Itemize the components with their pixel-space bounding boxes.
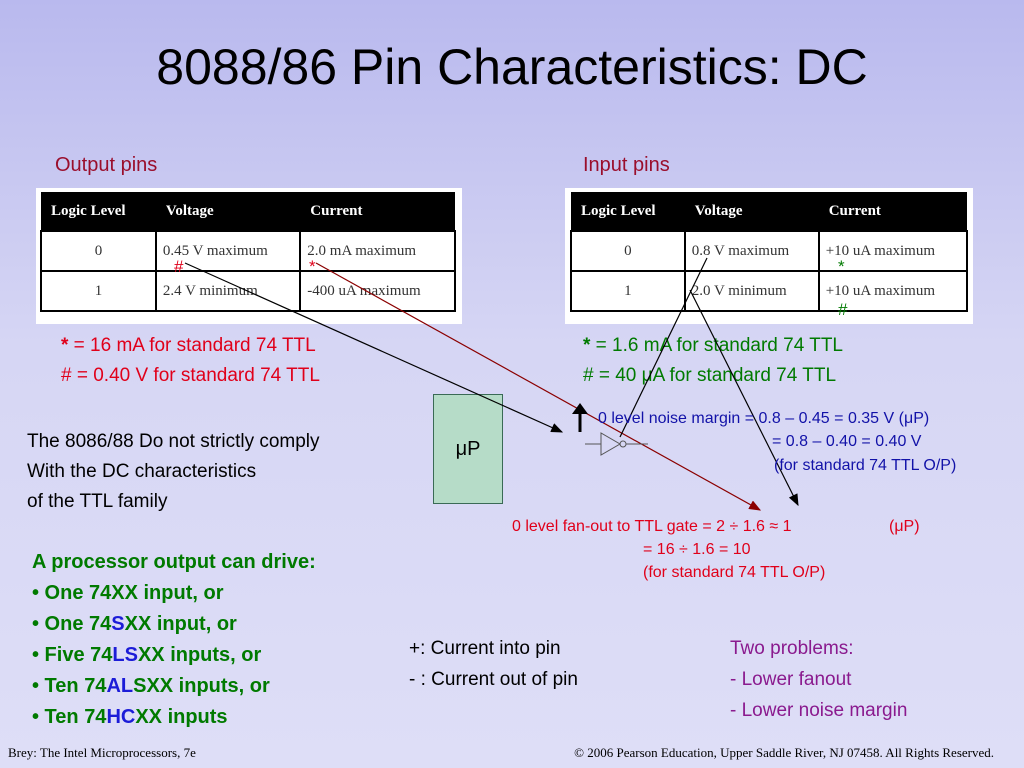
list-item-highlight: S — [111, 613, 125, 635]
list-item: - Lower noise margin — [730, 700, 908, 721]
table-header-row: Logic Level Voltage Current — [41, 192, 455, 231]
input-pins-heading: Input pins — [583, 154, 670, 176]
fanout-line: 0 level fan-out to TTL gate = 2 ÷ 1.6 ≈ … — [512, 518, 792, 535]
list-item: • Ten 74ALSXX inputs, or — [32, 671, 316, 702]
microprocessor-label: μP — [455, 437, 481, 460]
output-voltage-arrow — [184, 262, 564, 433]
table-cell: 1 — [40, 270, 157, 312]
table-cell: +10 uA maximum — [817, 230, 969, 272]
table-row: 1 2.0 V minimum +10 uA maximum — [570, 270, 969, 312]
input-marker-arrow — [689, 289, 799, 507]
table-header-row: Logic Level Voltage Current — [571, 192, 967, 231]
input-pins-table: Logic Level Voltage Current 0 0.8 V maxi… — [570, 192, 969, 312]
table-row: 0 0.45 V maximum 2.0 mA maximum — [40, 230, 456, 272]
list-item: • One 74XX input, or — [32, 578, 316, 609]
table-cell: +10 uA maximum — [817, 270, 969, 312]
list-item-highlight: AL — [106, 675, 134, 697]
list-item: • Ten 74HCXX inputs — [32, 702, 316, 733]
table-row: 1 2.4 V minimum -400 uA maximum — [40, 270, 456, 312]
microprocessor-box: μP — [433, 394, 503, 504]
fanout-line: (for standard 74 TTL O/P) — [643, 564, 826, 581]
column-header: Logic Level — [41, 192, 156, 231]
drive-heading: A processor output can drive: — [32, 551, 316, 573]
comply-line: The 8086/88 Do not strictly comply — [27, 431, 320, 452]
list-item-highlight: LS — [112, 644, 138, 666]
page-title: 8088/86 Pin Characteristics: DC — [156, 39, 868, 95]
list-item: - Lower fanout — [730, 669, 852, 690]
table-cell: 2.0 V minimum — [683, 270, 820, 312]
table-cell: 0.8 V maximum — [683, 230, 820, 272]
input-note-hash-suffix: A for standard 74 TTL — [652, 365, 837, 386]
footer-copyright: © 2006 Pearson Education, Upper Saddle R… — [574, 745, 994, 760]
output-note-star: * = 16 mA for standard 74 TTL — [61, 335, 316, 357]
column-header: Voltage — [155, 192, 301, 231]
list-item-text: XX inputs — [135, 706, 228, 728]
star-symbol: * — [61, 335, 69, 356]
noise-margin-line: = 0.8 – 0.40 = 0.40 V — [772, 433, 922, 450]
input-note-hash-prefix: # = 40 — [583, 365, 642, 386]
comply-line: of the TTL family — [27, 491, 168, 512]
footer-source: Brey: The Intel Microprocessors, 7e — [8, 745, 196, 760]
mu-symbol: μ — [641, 365, 653, 386]
list-item: • One 74SXX input, or — [32, 609, 316, 640]
problems-list: Two problems: - Lower fanout - Lower noi… — [730, 633, 907, 726]
list-item: • Five 74LSXX inputs, or — [32, 640, 316, 671]
column-header: Voltage — [684, 192, 819, 231]
list-item-text: • Ten 74 — [32, 706, 107, 728]
table-cell: 0.45 V maximum — [154, 230, 302, 272]
current-legend: +: Current into pin - : Current out of p… — [409, 633, 578, 695]
output-pins-heading: Output pins — [55, 154, 158, 176]
list-item-text: XX input, or — [124, 613, 237, 635]
table-cell: 2.0 mA maximum — [299, 230, 456, 272]
input-note-star-text: = 1.6 mA for standard 74 TTL — [590, 335, 844, 356]
list-item-text: XX inputs, or — [137, 644, 262, 666]
output-current-arrow — [315, 262, 762, 511]
output-pins-table: Logic Level Voltage Current 0 0.45 V max… — [40, 192, 456, 312]
noise-up-arrowhead — [572, 403, 588, 414]
input-voltage-arrow — [619, 257, 708, 438]
current-legend-line: +: Current into pin — [409, 638, 561, 659]
input-current-marker: * — [838, 257, 845, 276]
output-note-hash: # = 0.40 V for standard 74 TTL — [61, 365, 320, 386]
column-header: Current — [300, 192, 455, 231]
fanout-line: = 16 ÷ 1.6 = 10 — [643, 541, 751, 558]
table-cell: 2.4 V minimum — [154, 270, 302, 312]
output-note-star-text: = 16 mA for standard 74 TTL — [68, 335, 316, 356]
noise-margin-line: 0 level noise margin = 0.8 – 0.45 = 0.35… — [598, 410, 930, 427]
list-item-highlight: HC — [106, 706, 136, 728]
column-header: Logic Level — [571, 192, 685, 231]
problems-heading: Two problems: — [730, 638, 854, 659]
list-item-text: SXX inputs, or — [133, 675, 270, 697]
comply-note: The 8086/88 Do not strictly comply With … — [27, 427, 320, 517]
list-item-text: • One 74XX input, or — [32, 582, 224, 604]
output-current-marker: * — [309, 257, 316, 276]
list-item-text: • Five 74 — [32, 644, 113, 666]
inverter-gate-icon — [585, 432, 648, 456]
list-item-text: • Ten 74 — [32, 675, 107, 697]
table-cell: 0 — [570, 230, 686, 272]
fanout-up: (μP) — [889, 518, 920, 535]
table-row: 0 0.8 V maximum +10 uA maximum — [570, 230, 969, 272]
output-voltage-marker: # — [174, 257, 184, 276]
list-item-text: • One 74 — [32, 613, 112, 635]
star-symbol: * — [583, 335, 591, 356]
current-legend-line: - : Current out of pin — [409, 669, 578, 690]
input-note-hash: # = 40 μA for standard 74 TTL — [583, 365, 836, 387]
noise-margin-line: (for standard 74 TTL O/P) — [774, 457, 957, 474]
input-voltage-marker: # — [838, 300, 848, 319]
table-cell: -400 uA maximum — [299, 270, 456, 312]
drive-list: A processor output can drive: • One 74XX… — [32, 547, 316, 733]
table-cell: 0 — [40, 230, 157, 272]
input-note-star: * = 1.6 mA for standard 74 TTL — [583, 335, 843, 357]
comply-line: With the DC characteristics — [27, 461, 257, 482]
table-cell: 1 — [570, 270, 686, 312]
column-header: Current — [818, 192, 967, 231]
